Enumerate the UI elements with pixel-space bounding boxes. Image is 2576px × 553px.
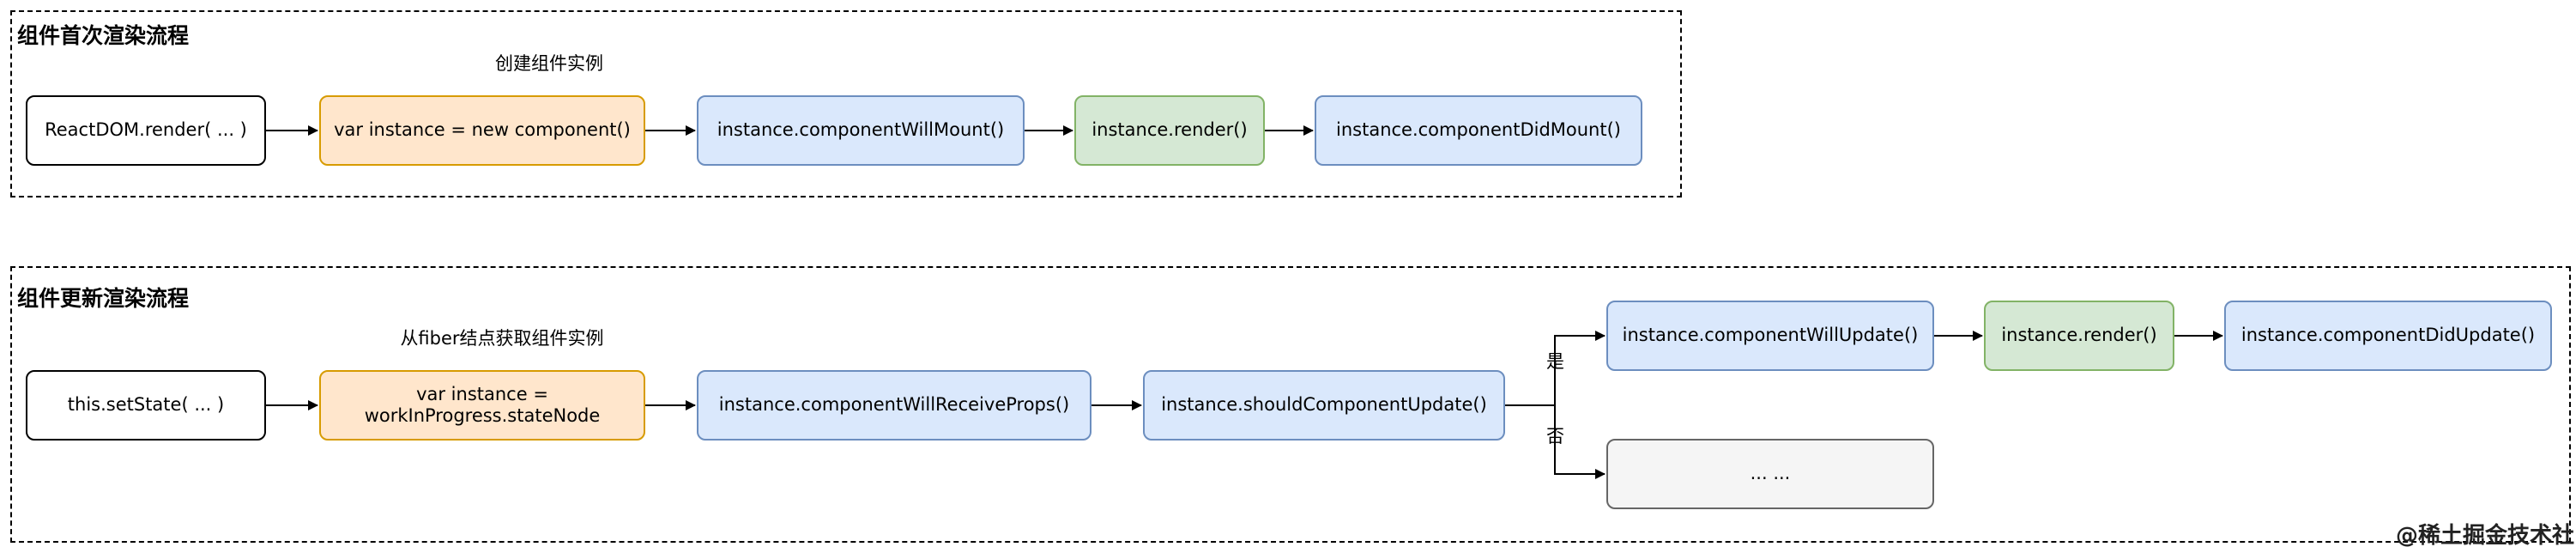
component-did-update-node: instance.componentDidUpdate() — [2224, 301, 2552, 371]
render-flow-title: 组件首次渲染流程 — [17, 23, 190, 48]
set-state-node: this.setState( ... ) — [26, 370, 266, 441]
get-instance-line-2: workInProgress.stateNode — [364, 405, 601, 426]
watermark: @稀土掘金技术社区 — [2396, 523, 2576, 549]
should-component-update-node: instance.shouldComponentUpdate() — [1143, 370, 1505, 441]
component-did-mount-node: instance.componentDidMount() — [1315, 95, 1642, 166]
update-flow-panel — [10, 266, 2571, 543]
edge-no-branch — [1554, 405, 1605, 479]
component-will-receive-props-node: instance.componentWillReceiveProps() — [697, 370, 1091, 441]
render-flow-panel — [10, 10, 1682, 198]
update-flow-title: 组件更新渲染流程 — [17, 286, 190, 311]
render-flow-caption: 创建组件实例 — [495, 53, 603, 74]
update-render-node: instance.render() — [1984, 301, 2174, 371]
component-will-update-node: instance.componentWillUpdate() — [1606, 301, 1934, 371]
new-instance-node: var instance = new component() — [319, 95, 645, 166]
reactdom-render-node: ReactDOM.render( ... ) — [26, 95, 266, 166]
get-instance-node: var instance = workInProgress.stateNode — [319, 370, 645, 441]
component-will-mount-node: instance.componentWillMount() — [697, 95, 1025, 166]
update-flow-caption: 从fiber结点获取组件实例 — [400, 328, 604, 349]
no-update-node: ... ... — [1606, 439, 1934, 509]
get-instance-line-1: var instance = — [416, 383, 548, 404]
edge-yes-branch — [1505, 331, 1605, 406]
render-node: instance.render() — [1074, 95, 1265, 166]
